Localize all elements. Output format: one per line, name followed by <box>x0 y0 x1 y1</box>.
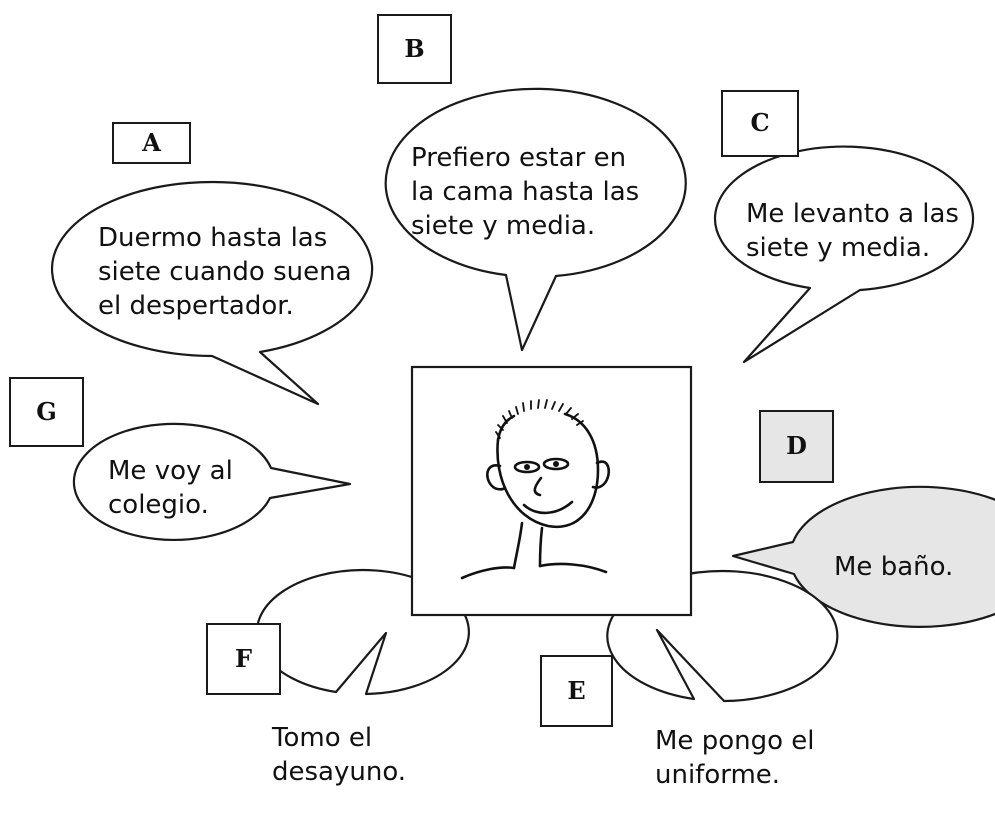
speech-bubble-c: Me levanto a las siete y media. <box>713 145 975 364</box>
bubble-b-line-2: la cama hasta las <box>411 177 639 207</box>
bubble-c-line-1: Me levanto a las <box>746 199 959 229</box>
label-g: G <box>36 397 57 426</box>
label-f: F <box>235 644 252 673</box>
portrait-frame <box>410 365 693 617</box>
bubble-c-line-2: siete y media. <box>746 233 930 263</box>
boy-face-drawing-icon <box>460 399 611 580</box>
speech-bubble-a: Duermo hasta las siete cuando suena el d… <box>50 180 374 406</box>
label-box-c: C <box>721 90 799 157</box>
bubble-d-line-1: Me baño. <box>834 552 953 582</box>
label-b: B <box>404 34 424 63</box>
label-a: A <box>141 128 161 157</box>
label-box-d: D <box>759 410 834 483</box>
speech-bubble-b: Prefiero estar en la cama hasta las siet… <box>384 87 687 352</box>
label-box-b: B <box>377 14 452 84</box>
speech-bubble-g: Me voy al colegio. <box>72 422 352 541</box>
label-d: D <box>786 431 807 460</box>
label-box-a: A <box>112 122 191 164</box>
bubble-g-line-1: Me voy al <box>108 456 233 486</box>
label-box-g: G <box>9 377 84 447</box>
bubble-e-line-1: Me pongo el <box>655 726 814 756</box>
label-box-e: E <box>540 655 613 727</box>
bubble-b-line-1: Prefiero estar en <box>411 143 626 173</box>
bubble-e-line-2: uniforme. <box>655 760 780 790</box>
bubble-f-line-2: desayuno. <box>272 757 406 787</box>
speech-bubble-d: Me baño. <box>731 485 995 628</box>
bubble-a-line-1: Duermo hasta las <box>98 223 327 253</box>
label-c: C <box>750 108 769 137</box>
bubble-a-line-3: el despertador. <box>98 291 294 321</box>
bubble-f-line-1: Tomo el <box>271 723 372 753</box>
bubble-g-line-2: colegio. <box>108 490 209 520</box>
bubble-b-line-3: siete y media. <box>411 211 595 241</box>
label-box-f: F <box>206 623 281 695</box>
bubble-a-line-2: siete cuando suena <box>98 257 352 287</box>
label-e: E <box>567 676 585 705</box>
